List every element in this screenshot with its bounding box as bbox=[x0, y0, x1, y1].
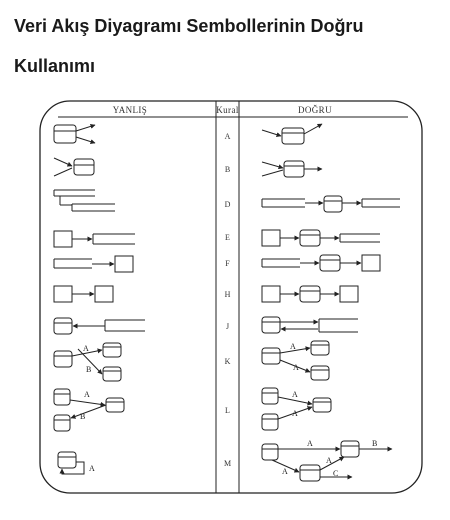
wrong-j bbox=[53, 317, 145, 335]
header-right: DOĞRU bbox=[298, 105, 332, 115]
right-d bbox=[261, 195, 400, 213]
rule-letter: J bbox=[226, 322, 229, 331]
rule-letter: M bbox=[224, 459, 231, 468]
header-rule: Kural bbox=[216, 105, 239, 115]
right-l bbox=[261, 387, 332, 431]
rule-letter: L bbox=[225, 406, 230, 415]
flow-label: A bbox=[282, 467, 288, 476]
flow-label: A bbox=[89, 464, 95, 473]
right-a bbox=[261, 123, 323, 145]
flow-label: C bbox=[333, 469, 338, 478]
page-title: Veri Akış Diyagramı Sembollerinin Doğru … bbox=[14, 6, 434, 86]
rule-letter: F bbox=[225, 259, 230, 268]
right-e bbox=[261, 229, 380, 247]
flow-label: A bbox=[292, 409, 298, 418]
right-b bbox=[261, 160, 323, 178]
table-frame bbox=[39, 100, 423, 494]
right-m bbox=[261, 440, 393, 482]
rule-letter: H bbox=[225, 290, 231, 299]
wrong-e bbox=[53, 230, 135, 248]
right-k bbox=[261, 340, 330, 381]
flow-label: A bbox=[326, 456, 332, 465]
rule-letter: K bbox=[225, 357, 231, 366]
rule-letter: D bbox=[225, 200, 231, 209]
wrong-l bbox=[53, 388, 125, 432]
flow-label: A bbox=[292, 390, 298, 399]
flow-label: A bbox=[293, 363, 299, 372]
wrong-m bbox=[57, 451, 85, 475]
title-line-2: Kullanımı bbox=[14, 56, 96, 76]
flow-label: A bbox=[290, 342, 296, 351]
rule-letter: E bbox=[225, 233, 230, 242]
wrong-f bbox=[53, 255, 134, 273]
flow-label: A bbox=[84, 390, 90, 399]
flow-label: B bbox=[372, 439, 377, 448]
rule-letter: A bbox=[225, 132, 231, 141]
wrong-b bbox=[53, 157, 95, 177]
right-f bbox=[261, 254, 381, 272]
flow-label: B bbox=[86, 365, 91, 374]
right-j bbox=[261, 316, 358, 334]
rule-letter: B bbox=[225, 165, 230, 174]
right-h bbox=[261, 285, 359, 303]
wrong-k bbox=[53, 342, 122, 382]
title-line-1: Veri Akış Diyagramı Sembollerinin Doğru bbox=[14, 16, 364, 36]
header-wrong: YANLIŞ bbox=[113, 105, 147, 115]
flow-label: A bbox=[307, 439, 313, 448]
wrong-h bbox=[53, 285, 114, 303]
flow-label: A bbox=[83, 344, 89, 353]
wrong-d bbox=[53, 189, 115, 212]
wrong-a bbox=[53, 123, 96, 145]
flow-label: B bbox=[80, 412, 85, 421]
